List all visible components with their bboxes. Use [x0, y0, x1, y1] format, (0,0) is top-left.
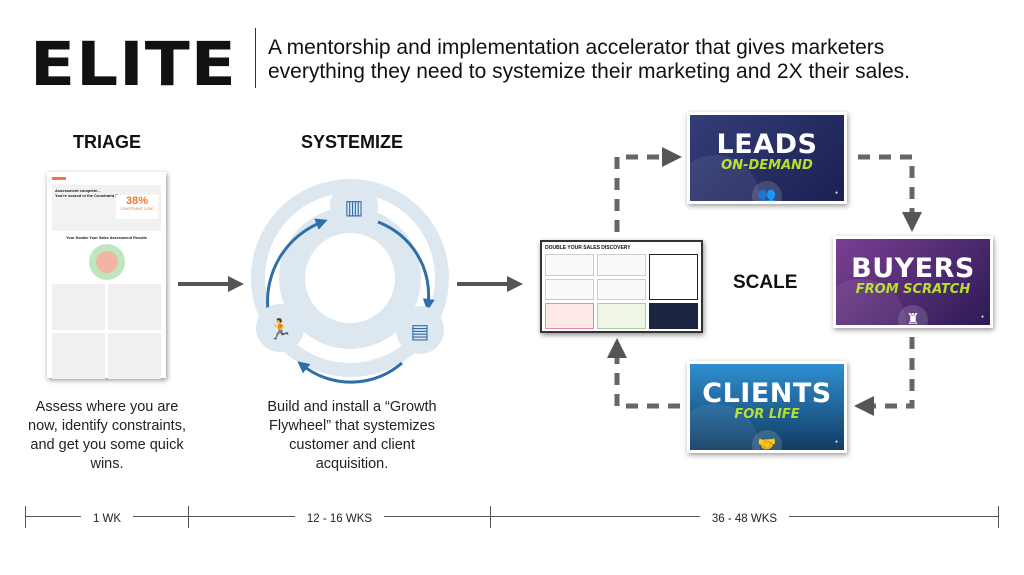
doc-title-2: You're scored in the Constraint Zone	[55, 193, 125, 198]
timeline-segment-scale: 36 - 48 WKS	[491, 509, 998, 527]
report-icon: ▤	[411, 321, 430, 343]
timeline-tick	[188, 506, 189, 528]
scale-heading: SCALE	[733, 272, 798, 293]
timeline-tick	[998, 506, 999, 528]
triage-heading: TRIAGE	[72, 132, 141, 152]
dashed-path-to-discovery	[607, 338, 680, 409]
report-icon-circle	[396, 306, 444, 354]
timeline-label: 12 - 16 WKS	[294, 513, 385, 525]
card-title: LEADS	[716, 129, 818, 160]
card-subtitle: FROM SCRATCH	[855, 282, 971, 297]
triage-caption: Assess where you are now, identify const…	[28, 399, 186, 472]
systemize-caption: Build and install a “Growth Flywheel” th…	[267, 399, 437, 472]
card-title: BUYERS	[851, 253, 975, 284]
card-buyers-from-scratch: BUYERS FROM SCRATCH ♜ ●	[833, 236, 993, 328]
discovery-worksheet-thumbnail: DOUBLE YOUR SALES DISCOVERY	[540, 240, 703, 333]
timeline-tick	[25, 506, 26, 528]
timeline-label: 1 WK	[80, 513, 134, 525]
brand-logo: ●	[980, 314, 984, 320]
brand-logo: ●	[834, 190, 838, 196]
dashed-path-to-clients	[854, 337, 915, 416]
discovery-title: DOUBLE YOUR SALES DISCOVERY	[545, 245, 631, 251]
timeline-segment-systemize: 12 - 16 WKS	[189, 509, 490, 527]
doc-results-title: Your Double Your Sales Assessment Result…	[66, 236, 147, 240]
handshake-icon: 🤝	[752, 430, 782, 450]
assessment-report-thumbnail: Assessment complete... You're scored in …	[47, 172, 166, 379]
brand-logo: ●	[834, 439, 838, 445]
dashed-path-to-leads	[614, 147, 682, 232]
growth-flywheel-diagram: 90 ▥ ▤ 🏃	[251, 179, 449, 384]
card-title: CLIENTS	[702, 378, 832, 409]
map-icon: ▥	[345, 197, 364, 219]
elite-logo: ELITE	[30, 29, 237, 100]
card-leads-on-demand: LEADS ON-DEMAND 👥 ●	[687, 112, 847, 204]
doc-title-1: Assessment complete...	[55, 188, 101, 193]
card-clients-for-life: CLIENTS FOR LIFE 🤝 ●	[687, 361, 847, 453]
running-person-icon-circle	[256, 304, 304, 352]
systemize-heading: SYSTEMIZE	[300, 132, 403, 152]
card-subtitle: FOR LIFE	[734, 407, 800, 422]
dashed-path-to-buyers	[858, 154, 922, 232]
card-subtitle: ON-DEMAND	[721, 158, 813, 173]
timeline-line	[25, 516, 999, 517]
radar-chart-graphic	[88, 244, 125, 280]
running-person-icon: 🏃	[268, 317, 293, 341]
center-number: 90	[331, 262, 369, 300]
doc-zone: CONSTRAINT ZONE	[120, 207, 154, 211]
header-divider	[255, 28, 256, 88]
timeline-tick	[490, 506, 491, 528]
timeline-label: 36 - 48 WKS	[699, 513, 790, 525]
timeline-segment-triage: 1 WK	[26, 509, 188, 527]
people-icon: 👥	[752, 181, 782, 201]
lion-icon: ♜	[898, 305, 928, 325]
map-icon-circle	[330, 182, 378, 230]
tagline: A mentorship and implementation accelera…	[268, 36, 910, 83]
doc-score: 38%	[125, 195, 149, 207]
